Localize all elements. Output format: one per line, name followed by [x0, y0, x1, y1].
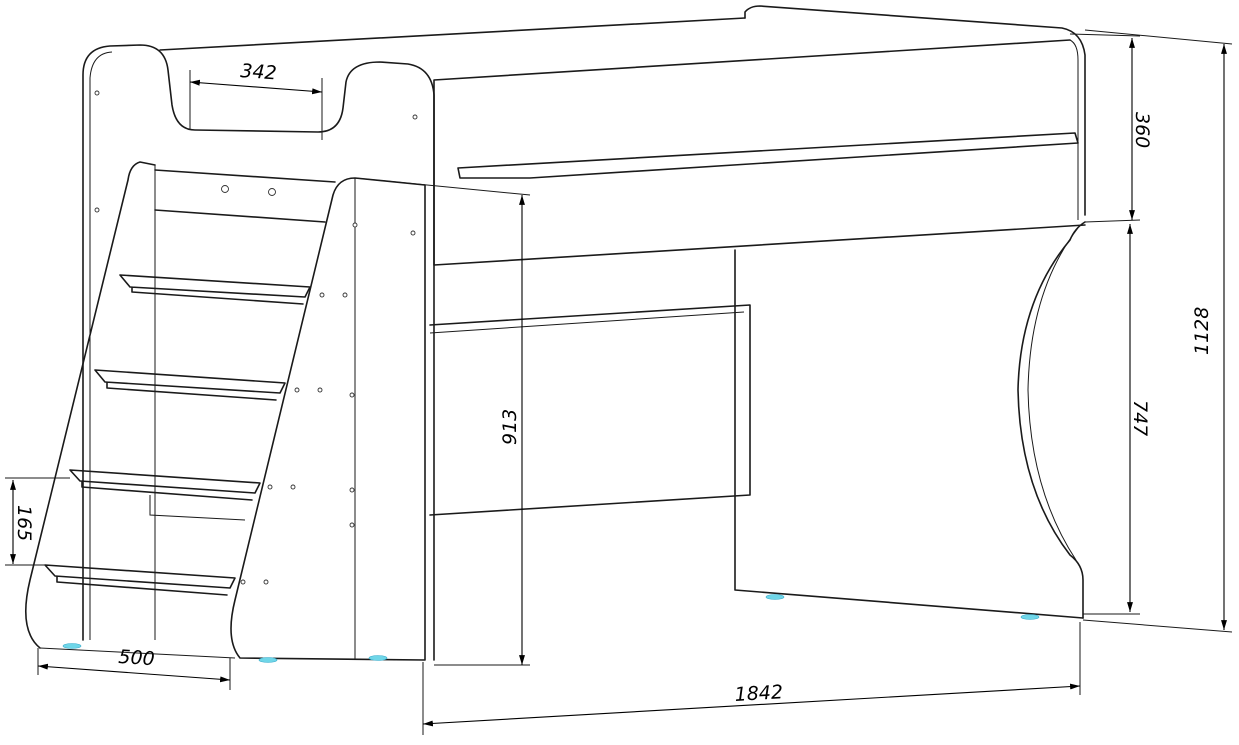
dimension-165: 165 — [5, 477, 70, 566]
dimension-342: 342 — [189, 60, 323, 140]
foot-panel-top — [744, 5, 1086, 216]
ladder-step — [119, 274, 311, 305]
ladder-rail — [24, 161, 156, 649]
ladder-top-board — [154, 169, 336, 223]
ladder-bottom — [39, 647, 236, 659]
screw-holes — [94, 90, 418, 585]
svg-text:165: 165 — [13, 505, 35, 541]
dimension-360: 360 — [1069, 33, 1153, 223]
shelf — [457, 132, 1079, 179]
svg-text:1842: 1842 — [734, 681, 784, 706]
svg-text:360: 360 — [1131, 112, 1153, 148]
ladder-step — [69, 469, 261, 501]
ladder-crossbar — [149, 495, 246, 521]
dimension-913: 913 — [354, 177, 531, 666]
desk-panel — [429, 304, 751, 516]
head-panel — [82, 44, 435, 661]
back-panel — [734, 249, 1084, 619]
back-rail-top — [159, 17, 746, 51]
head-panel-edge — [89, 51, 113, 640]
ladder-step — [94, 369, 286, 401]
feet — [62, 594, 1040, 663]
svg-text:747: 747 — [1129, 400, 1151, 436]
dimension-747: 747 — [1083, 224, 1151, 615]
ladder-step — [44, 564, 236, 596]
desk-panel-edge — [429, 311, 745, 334]
svg-text:342: 342 — [240, 60, 278, 84]
dimension-1842: 1842 — [422, 622, 1081, 735]
front-rail-edge — [1069, 39, 1079, 220]
svg-text:913: 913 — [499, 409, 521, 445]
svg-text:1128: 1128 — [1191, 307, 1213, 355]
svg-text:500: 500 — [118, 646, 156, 670]
dimension-500: 500 — [37, 646, 231, 690]
front-rail — [433, 39, 1086, 266]
ladder-support-panel — [230, 177, 426, 661]
dimension-1128: 1128 — [1082, 29, 1233, 633]
foot-panel-inner-edge — [1027, 227, 1079, 561]
